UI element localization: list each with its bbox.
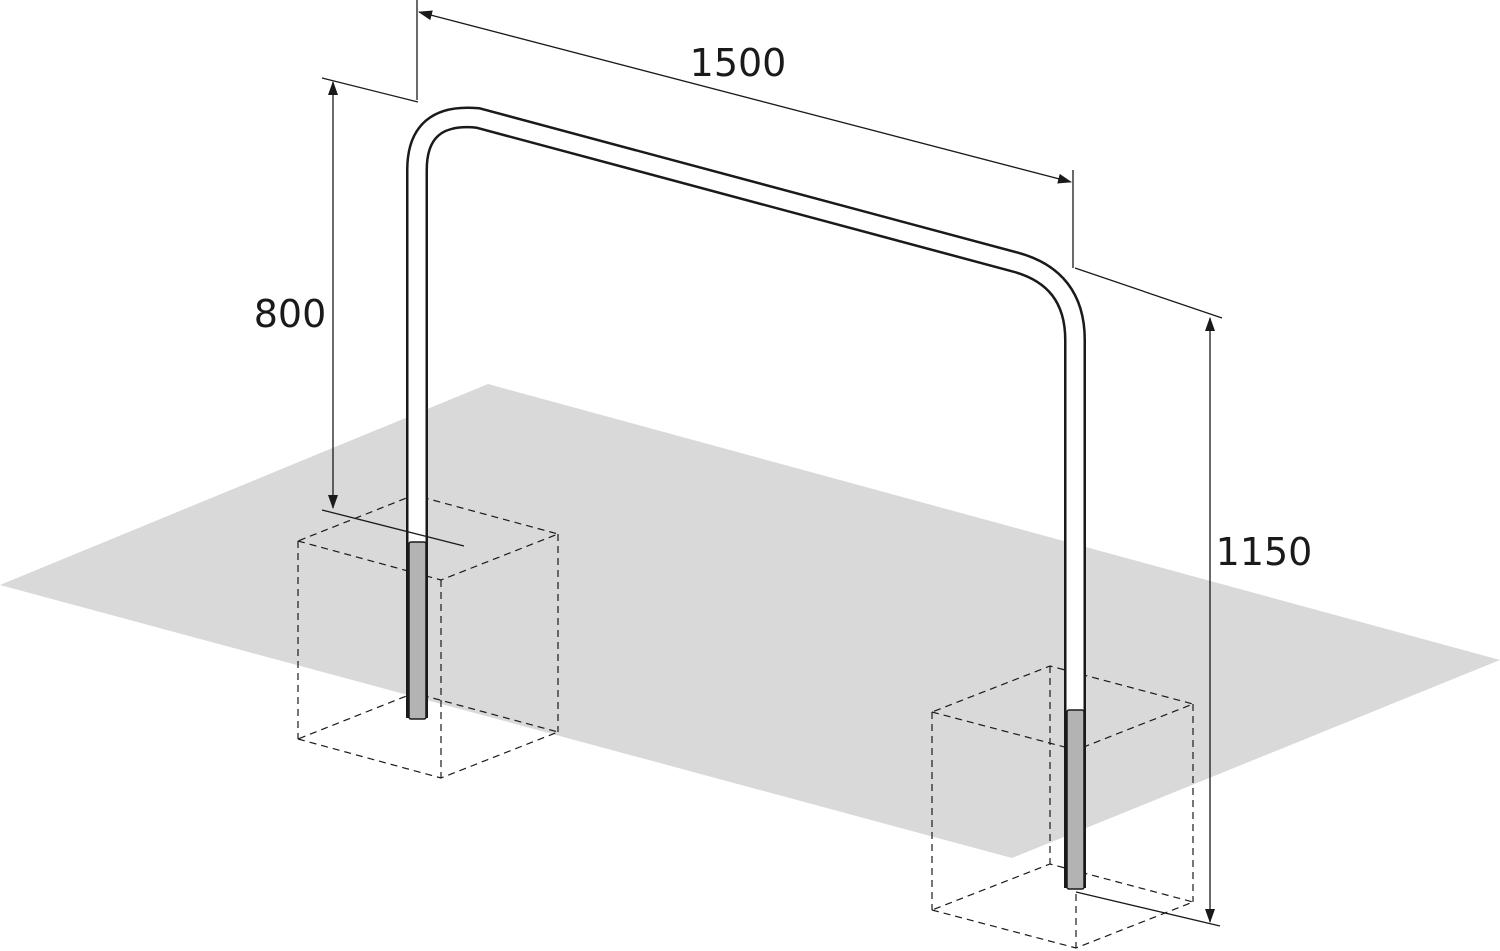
total-height-label: 1150	[1216, 530, 1313, 574]
height-dimension: 800	[254, 77, 465, 547]
width-label: 1500	[690, 41, 787, 85]
ground-plane	[0, 384, 1500, 858]
width-dimension: 1500	[416, 0, 1074, 268]
right-embedded-pipe-body	[1066, 709, 1085, 890]
total-height-dimension: 1150	[1074, 267, 1313, 927]
left-embedded-pipe-body	[408, 541, 427, 720]
height-label: 800	[254, 292, 327, 336]
